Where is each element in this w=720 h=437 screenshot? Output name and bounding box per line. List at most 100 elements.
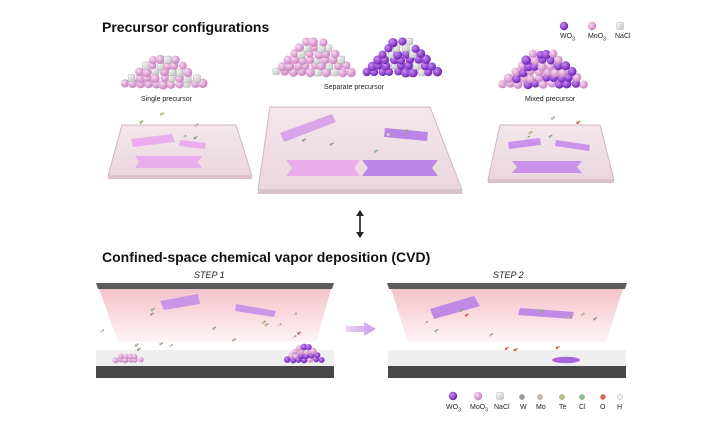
vapor-particle	[464, 314, 468, 317]
legend-top-wo3: WO3	[560, 33, 575, 43]
cvd-section-title: Confined-space chemical vapor deposition…	[102, 249, 431, 265]
flake	[280, 114, 336, 142]
nacl-cube	[156, 63, 164, 71]
wo3-particle	[448, 391, 458, 401]
legend-bottom-swatches	[448, 391, 623, 401]
vapor-particle	[515, 347, 518, 350]
moo3-particle	[183, 67, 193, 78]
vapor-particle	[100, 330, 103, 333]
moo3-particle	[117, 353, 124, 360]
moo3-particle	[127, 353, 134, 360]
wo3-particle	[290, 357, 297, 364]
precursor-configurations-title: Precursor configurations	[102, 19, 270, 35]
vapor-particle	[304, 138, 307, 141]
vapor-particle	[538, 310, 542, 313]
vapor-particle	[406, 129, 409, 132]
vapor-particle	[404, 130, 407, 133]
moo3-particle	[554, 55, 563, 65]
substrate-plate-separate	[257, 106, 463, 194]
vapor-particle	[557, 345, 560, 348]
vapor-particle	[139, 347, 141, 350]
wo3-particle	[518, 68, 528, 78]
step2-deposit	[552, 356, 580, 364]
vapor-particle	[576, 121, 579, 125]
moo3-particle	[526, 74, 535, 83]
wo3-particle	[421, 54, 431, 64]
nacl-cube	[272, 67, 280, 75]
nacl-cube	[496, 392, 504, 400]
vapor-particle	[150, 313, 153, 316]
vapor-particle	[329, 143, 333, 146]
flake	[512, 161, 582, 173]
moo3-particle	[171, 55, 180, 65]
vapor-particle	[467, 313, 469, 316]
moo3-particle	[306, 55, 315, 64]
flake	[518, 308, 574, 319]
step1-precursor-pile	[283, 343, 325, 364]
vapor-particle	[194, 124, 198, 127]
wo3-particle	[411, 44, 420, 53]
moo3-particle	[321, 67, 332, 78]
step1-moo3-deposit	[112, 353, 144, 364]
vapor-particle	[295, 312, 297, 315]
wo3-particle	[314, 352, 321, 359]
substrate-plate-single	[107, 124, 253, 179]
vapor-particle	[193, 136, 196, 140]
moo3-particle	[346, 67, 356, 78]
moo3-particle	[138, 357, 144, 363]
moo3-particle	[175, 74, 184, 83]
legend-bottom-te: Te	[559, 404, 567, 411]
flake	[131, 134, 175, 147]
vapor-particle	[159, 342, 162, 346]
nacl-cube	[127, 74, 136, 82]
vapor-particle	[548, 135, 552, 138]
vapor-particle	[168, 344, 172, 348]
nacl-cube	[325, 44, 333, 52]
vapor-particle	[389, 132, 392, 135]
vapor-particle	[195, 136, 198, 138]
vapor-particle	[387, 133, 390, 136]
moo3-particle	[537, 62, 547, 72]
step2-confined-reactor	[387, 283, 627, 378]
vapor-particle	[374, 150, 377, 153]
single-precursor-pile	[120, 54, 208, 90]
wo3-particle	[530, 62, 539, 71]
vapor-particle	[261, 321, 265, 325]
element-swatch	[559, 394, 565, 400]
flake	[555, 140, 590, 151]
moo3-particle	[308, 37, 318, 47]
nacl-cube	[616, 22, 624, 30]
vapor-particle	[150, 308, 154, 312]
vapor-particle	[299, 331, 302, 334]
wo3-particle	[388, 38, 398, 48]
wo3-particle	[297, 353, 305, 360]
moo3-particle	[294, 43, 304, 52]
legend-bottom-w: W	[520, 404, 527, 411]
separate-precursor-pile-wo3	[362, 37, 443, 78]
moo3-particle	[150, 73, 160, 83]
vapor-particle	[139, 121, 142, 124]
nacl-cube	[325, 62, 333, 70]
double-arrow-icon	[356, 210, 364, 238]
wo3-particle	[511, 73, 522, 84]
moo3-particle	[294, 62, 303, 71]
vapor-particle	[426, 320, 428, 323]
moo3-particle	[142, 67, 152, 78]
vapor-particle	[553, 116, 555, 119]
vapor-particle	[297, 332, 300, 335]
nacl-cube	[163, 55, 172, 64]
moo3-particle	[528, 49, 537, 58]
moo3-particle	[175, 80, 184, 89]
wo3-particle	[305, 344, 312, 351]
moo3-particle	[166, 80, 176, 89]
vapor-particle	[578, 120, 581, 123]
vapor-particle	[196, 123, 199, 126]
moo3-particle	[291, 348, 298, 355]
vapor-particle	[595, 317, 598, 319]
wo3-particle	[546, 56, 555, 65]
wo3-particle	[559, 21, 569, 31]
wo3-particle	[283, 356, 291, 363]
moo3-particle	[530, 56, 540, 65]
flake	[135, 156, 202, 168]
